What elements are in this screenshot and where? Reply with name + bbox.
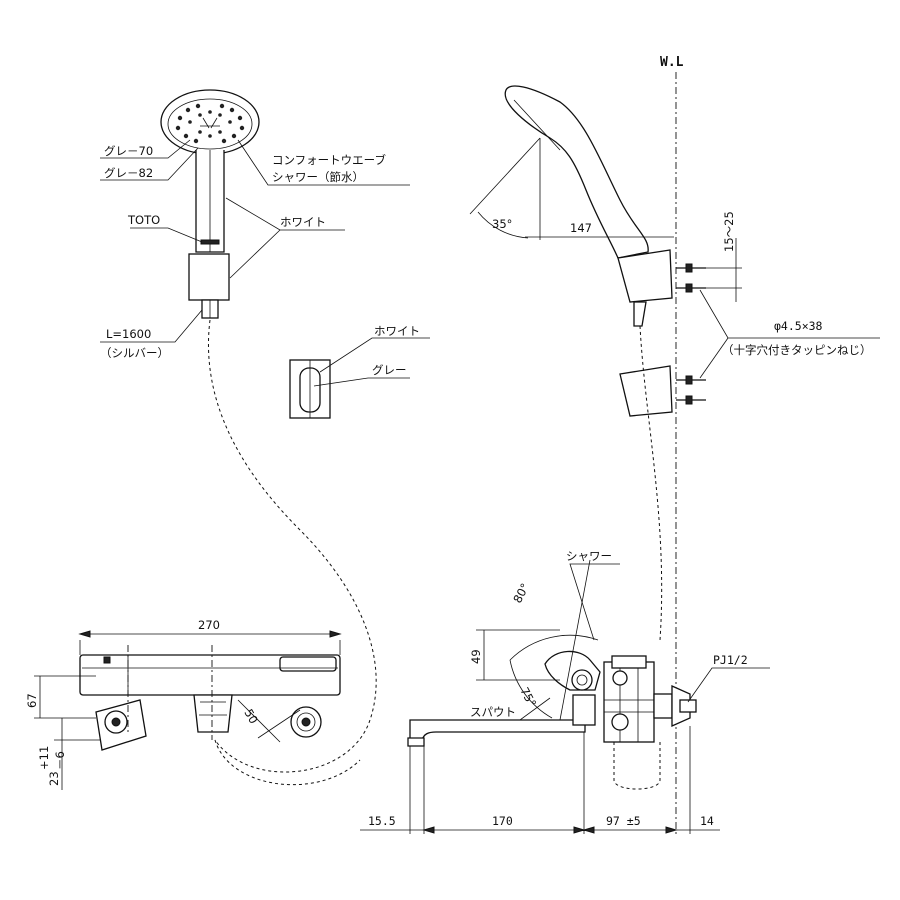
- hose-exit-side: [633, 301, 647, 327]
- label-hose-color: （シルバー）: [100, 346, 169, 360]
- label-holder-gray: グレー: [372, 363, 407, 377]
- angle-75-arc: [509, 659, 553, 719]
- label-screw-desc: （十字穴付きタッピンねじ）: [722, 343, 872, 357]
- pj-thread: [679, 699, 697, 713]
- dim-50: 50: [241, 707, 260, 727]
- dim-tol-pos: +11: [37, 746, 51, 770]
- label-toto: TOTO: [127, 213, 160, 227]
- shower-holder-front: [188, 253, 230, 301]
- label-gray82: グレ－82: [104, 166, 153, 180]
- dim-170: 170: [492, 814, 513, 828]
- leader-white-holder: [229, 229, 281, 279]
- screw-upper-2: [685, 283, 693, 293]
- label-shower: シャワー: [566, 549, 612, 563]
- screw-lower-1: [685, 375, 693, 385]
- side-body-cap: [611, 655, 647, 669]
- side-view-hose: [639, 325, 663, 641]
- screw-upper-1: [685, 263, 693, 273]
- leader-spout: [470, 697, 551, 721]
- leader-toto: [130, 227, 203, 243]
- wall-connector: [653, 693, 673, 719]
- side-body-block: [603, 661, 655, 743]
- dim-15-25: 15～25: [722, 211, 736, 252]
- dim-angle-75: 75°: [517, 685, 539, 710]
- leader-gray82: [100, 147, 199, 181]
- dim-50-line: [237, 699, 281, 743]
- body-indicator: [103, 656, 111, 664]
- faucet-front-view: 270 67 23 +11 －6 50: [25, 618, 361, 790]
- angle-80-arc: [509, 634, 599, 661]
- shower-nozzle-holes: [175, 103, 245, 144]
- thermostat-handle-top: [279, 656, 337, 672]
- dim-97: 97 ±5: [606, 814, 641, 828]
- dim-tol-neg: －6: [53, 751, 67, 770]
- dim-angle-80: 80°: [510, 581, 532, 606]
- label-screw-spec: φ4.5×38: [774, 319, 823, 333]
- dim-67: 67: [25, 693, 39, 708]
- shower-hose: [208, 319, 377, 773]
- leader-screw-lower: [699, 337, 729, 379]
- leader-shower: [569, 563, 620, 641]
- shower-head-inner-ring: [167, 98, 253, 150]
- label-comfort-wave: コンフォートウエーブ: [272, 153, 386, 167]
- dim-147: 147: [570, 221, 592, 235]
- label-pj: PJ1/2: [713, 653, 748, 667]
- leader-comfort-wave: [237, 139, 410, 186]
- wall-holder-upper: [617, 249, 673, 303]
- leader-pj: [687, 667, 770, 703]
- dim-23: 23: [47, 771, 61, 786]
- dim-angle-35: 35°: [492, 217, 512, 231]
- toto-logo-mark: [200, 239, 220, 245]
- label-holder-white: ホワイト: [374, 324, 420, 338]
- spout: [409, 719, 586, 741]
- shower-head-face: [160, 89, 260, 155]
- shower-center-mark: [200, 117, 220, 129]
- holder-detail: ホワイト グレー: [289, 324, 430, 419]
- label-hose-length: L=1600: [106, 327, 151, 341]
- dim-270: 270: [198, 618, 220, 632]
- screw-lower-2: [685, 395, 693, 405]
- label-comfort-shower: シャワー（節水）: [272, 170, 364, 184]
- lever-pivot: [571, 669, 593, 691]
- hand-shower-front-view: グレ－70 グレ－82 コンフォートウエーブ シャワー（節水） TOTO ホワイ…: [100, 89, 410, 360]
- label-spout: スパウト: [470, 705, 516, 719]
- dim-15-5: 15.5: [368, 814, 396, 828]
- faucet-side-view: シャワー スパウト 80° 75° 49 PJ1/2 15.5 170 97 ±…: [360, 549, 770, 834]
- label-white-handle: ホワイト: [280, 215, 326, 229]
- center-outlet: [193, 694, 233, 733]
- angle-35-arc: [477, 211, 529, 239]
- dim-14: 14: [700, 814, 714, 828]
- leader-holder-white: [319, 337, 430, 373]
- wall-holder-lower: [619, 365, 673, 417]
- leader-holder-gray: [313, 377, 410, 387]
- spout-tip: [407, 737, 425, 747]
- side-body-neck: [572, 694, 596, 726]
- wl-label: W.L: [660, 55, 684, 70]
- leader-gray70: [100, 139, 191, 159]
- label-gray70: グレ－70: [104, 144, 153, 158]
- leader-hose: [100, 309, 203, 343]
- dim-49: 49: [469, 649, 483, 664]
- hand-shower-side-view: 35° 147 15～25 φ4.5×38 （十字穴付きタッピンねじ）: [469, 85, 880, 641]
